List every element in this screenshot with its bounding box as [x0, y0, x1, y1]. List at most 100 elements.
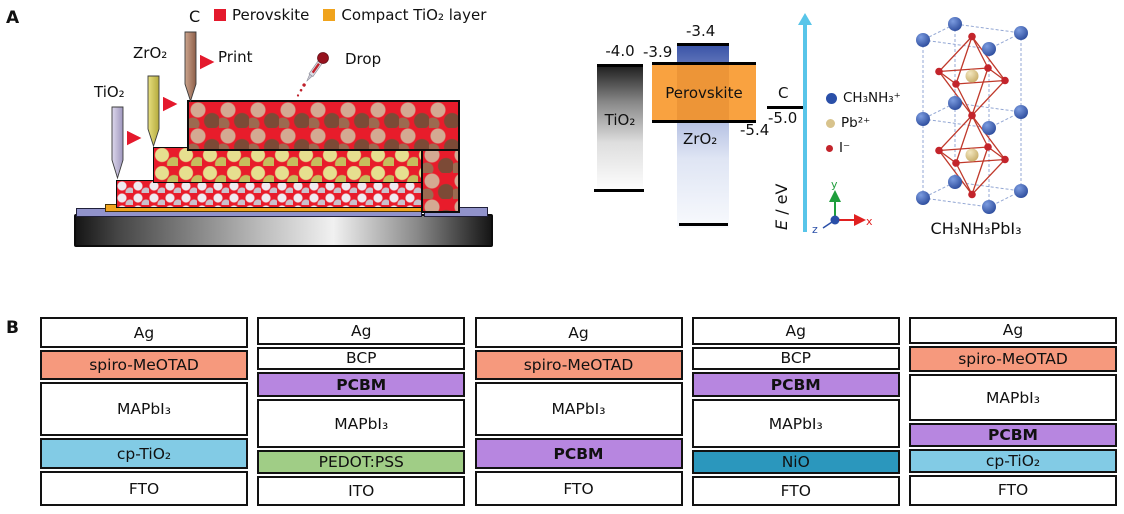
- panel-a-legend: Perovskite Compact TiO₂ layer: [214, 6, 494, 24]
- layer-mapbi3: MAPbI₃: [40, 382, 248, 437]
- energy-axis-symbol: E: [772, 219, 791, 230]
- perovskite-overlap-shade: [677, 65, 729, 120]
- energy-perovskite-label: Perovskite: [665, 83, 743, 102]
- layer-label: spiro-MeOTAD: [89, 356, 199, 375]
- print-label: Print: [218, 48, 253, 66]
- ion-legend-i: I⁻: [826, 140, 901, 156]
- layer-ag: Ag: [691, 317, 900, 345]
- ion-legend-ma: CH₃NH₃⁺: [826, 90, 901, 106]
- dropper-icon: [296, 52, 329, 97]
- zro2-nozzle-label: ZrO₂: [133, 44, 168, 62]
- panel-a-label: A: [6, 8, 20, 28]
- axis-x-label: x: [866, 215, 873, 228]
- ma-ion-label: CH₃NH₃⁺: [843, 90, 901, 106]
- layer-label: MAPbI₃: [551, 400, 606, 419]
- tio2-nozzle-label: TiO₂: [94, 83, 125, 101]
- energy-axis-arrow: [803, 24, 807, 232]
- pb-ion-label: Pb²⁺: [841, 115, 871, 131]
- layer-label: Ag: [351, 321, 372, 340]
- energy-tio2-label: TiO₂: [604, 111, 636, 129]
- panel-b-label: B: [6, 318, 19, 338]
- device-stack-1: Ag spiro-MeOTAD MAPbI₃ cp-TiO₂ FTO: [40, 317, 248, 507]
- layer-label: BCP: [345, 349, 377, 368]
- layer-label: MAPbI₃: [117, 400, 171, 419]
- energy-carbon-level-value: -5.0: [768, 109, 798, 127]
- layer-cp-tio2: cp-TiO₂: [40, 438, 248, 470]
- layer-label: PCBM: [336, 375, 387, 394]
- perovskite-swatch-icon: [214, 9, 226, 21]
- layer-label: spiro-MeOTAD: [958, 349, 1068, 368]
- layer-label: FTO: [997, 481, 1029, 500]
- energy-tio2-bar: [597, 64, 643, 193]
- energy-tio2-cb-value: -4.0: [605, 42, 635, 60]
- energy-perovskite-box: Perovskite: [652, 62, 756, 123]
- glass-substrate: [74, 214, 493, 247]
- layer-label: FTO: [128, 479, 160, 498]
- layer-bcp: BCP: [691, 346, 900, 371]
- layer-ito: ITO: [257, 475, 466, 507]
- layer-label: MAPbI₃: [986, 388, 1040, 407]
- layer-mapbi3: MAPbI₃: [257, 399, 466, 449]
- mesoporous-tio2-layer: [116, 180, 423, 208]
- printer-overlay: [111, 31, 329, 180]
- layer-nio: NiO: [691, 450, 900, 474]
- carbon-nozzle-label: C: [189, 7, 201, 26]
- axis-y-label: y: [831, 178, 838, 191]
- crystal-structure-icon: [916, 17, 1028, 214]
- layer-label: Ag: [133, 323, 155, 342]
- ion-legend: CH₃NH₃⁺ Pb²⁺ I⁻: [826, 90, 901, 156]
- layer-bcp: BCP: [257, 346, 466, 371]
- tio2-nozzle-icon: [111, 106, 124, 180]
- layer-pcbm: PCBM: [909, 423, 1117, 447]
- layer-label: FTO: [780, 481, 811, 500]
- layer-mapbi3: MAPbI₃: [691, 399, 900, 449]
- layer-ag: Ag: [474, 317, 683, 349]
- energy-carbon-level-line: [767, 106, 807, 109]
- energy-carbon-label: C: [778, 84, 789, 102]
- layer-spiro-meotad: spiro-MeOTAD: [909, 345, 1117, 372]
- layer-label: Ag: [785, 321, 806, 340]
- energy-axis-unit: / eV: [772, 183, 791, 220]
- layer-label: cp-TiO₂: [985, 451, 1041, 470]
- device-stack-5: Ag spiro-MeOTAD MAPbI₃ PCBM cp-TiO₂ FTO: [909, 317, 1117, 506]
- pb-ion-icon: [826, 118, 835, 128]
- layer-label: PCBM: [553, 444, 604, 463]
- layer-pcbm: PCBM: [257, 372, 466, 398]
- device-stacks: Ag spiro-MeOTAD MAPbI₃ cp-TiO₂ FTO Ag BC…: [40, 317, 1117, 507]
- layer-spiro-meotad: spiro-MeOTAD: [40, 350, 248, 381]
- layer-spiro-meotad: spiro-MeOTAD: [474, 350, 683, 381]
- layer-label: MAPbI₃: [768, 414, 823, 433]
- layer-pedot-pss: PEDOT:PSS: [257, 450, 466, 474]
- layer-label: spiro-MeOTAD: [523, 356, 634, 375]
- layer-mapbi3: MAPbI₃: [909, 373, 1117, 422]
- layer-fto: FTO: [909, 474, 1117, 506]
- carbon-layer-side: [421, 145, 460, 213]
- layer-label: NiO: [781, 452, 810, 471]
- layer-label: MAPbI₃: [334, 414, 389, 433]
- energy-zro2-vb-line: [679, 223, 728, 226]
- layer-label: PEDOT:PSS: [318, 452, 404, 471]
- zro2-spacer-layer: [153, 147, 423, 183]
- energy-perovskite-cb-value: -3.9: [643, 43, 673, 61]
- layer-label: FTO: [563, 479, 594, 498]
- zro2-nozzle-icon: [147, 75, 160, 148]
- layer-label: Ag: [1002, 321, 1024, 340]
- energy-perovskite-vb-value: -5.4: [740, 121, 770, 139]
- layer-pcbm: PCBM: [691, 372, 900, 398]
- device-stack-2: Ag BCP PCBM MAPbI₃ PEDOT:PSS ITO: [257, 317, 466, 507]
- xyz-axes-icon: y x z: [812, 178, 873, 236]
- carbon-layer-top: [187, 100, 460, 151]
- layer-fto: FTO: [40, 471, 248, 507]
- i-ion-icon: [826, 144, 833, 152]
- i-ion-label: I⁻: [839, 140, 851, 156]
- carbon-nozzle-icon: [184, 31, 197, 103]
- layer-label: PCBM: [770, 375, 821, 394]
- ion-legend-pb: Pb²⁺: [826, 115, 901, 131]
- layer-label: PCBM: [988, 426, 1038, 444]
- drop-label: Drop: [345, 50, 382, 68]
- perovskite-legend-label: Perovskite: [232, 6, 310, 24]
- crystal-formula: CH₃NH₃PbI₃: [930, 219, 1022, 238]
- layer-label: BCP: [780, 349, 812, 368]
- layer-ag: Ag: [257, 317, 466, 345]
